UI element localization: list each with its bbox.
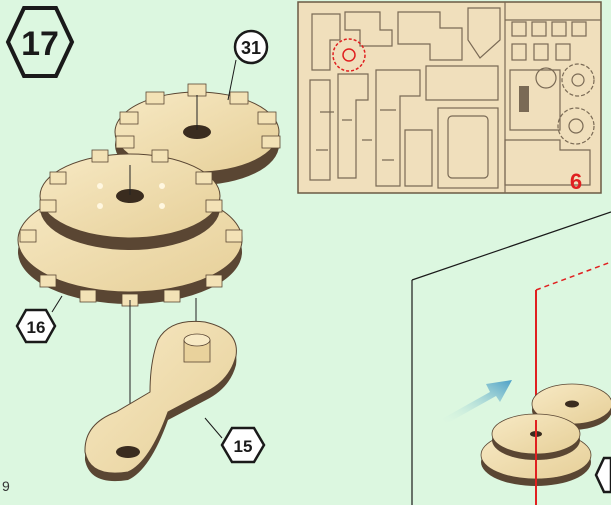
gear-top-label: 31: [241, 38, 261, 58]
parts-sheet: 6: [298, 2, 601, 194]
part-label-16: 16: [17, 310, 55, 342]
part-label-15: 15: [222, 428, 264, 462]
gear-double-label: 16: [27, 318, 46, 337]
step-number: 17: [21, 25, 59, 63]
gear-16-icon: [18, 150, 242, 306]
page-number: 9: [2, 478, 10, 494]
assembled-view: [412, 212, 611, 505]
step-badge: 17: [8, 8, 72, 76]
part-label-31: 31: [235, 31, 267, 63]
direction-arrow-icon: [440, 380, 512, 424]
arm-label: 15: [234, 437, 253, 456]
sheet-number-badge: 6: [570, 169, 582, 194]
sheet-number: 6: [570, 169, 582, 194]
arm-15-icon: [85, 321, 236, 481]
